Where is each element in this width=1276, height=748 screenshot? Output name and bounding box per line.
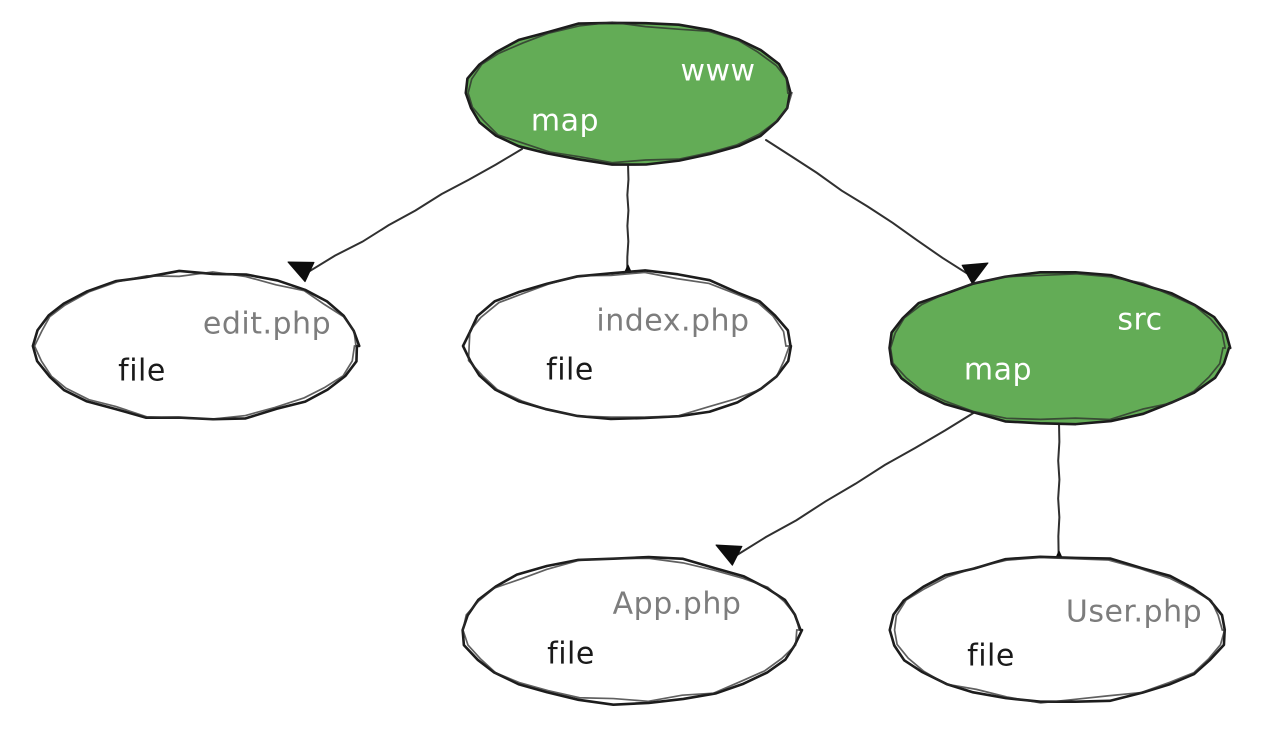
- file-ellipse: [461, 555, 804, 707]
- node-kind-label: file: [547, 637, 595, 672]
- node-kind-label: file: [546, 353, 594, 388]
- node-kind-label: map: [531, 104, 599, 139]
- node-name-label: src: [1117, 303, 1162, 338]
- node-www[interactable]: wwwmapwww (map): [464, 21, 793, 166]
- node-outline-sketch: [33, 271, 357, 420]
- node-kind-label: file: [967, 639, 1015, 674]
- arrowhead-icon: [715, 544, 743, 566]
- node-outline-sketch: [889, 272, 1227, 421]
- node-name-label: User.php: [1066, 595, 1202, 630]
- edge-src-user[interactable]: src → User.php: [1047, 422, 1071, 576]
- node-app[interactable]: App.phpfileApp.php (file): [461, 555, 804, 707]
- node-name-label: App.php: [613, 587, 742, 622]
- directory-ellipse: [464, 21, 792, 166]
- node-edit[interactable]: edit.phpfileedit.php (file): [31, 269, 361, 421]
- node-outline-sketch: [467, 271, 791, 418]
- directory-ellipse: [888, 270, 1232, 426]
- file-ellipse: [461, 269, 793, 421]
- edge-line: [735, 411, 976, 557]
- node-name-label: edit.php: [203, 307, 331, 342]
- edge-www-src[interactable]: www → src: [765, 139, 989, 285]
- edge-line: [765, 139, 969, 276]
- arrowhead-icon: [961, 262, 989, 285]
- node-outline-sketch: [462, 557, 801, 703]
- node-kind-label: map: [964, 353, 1032, 388]
- node-src[interactable]: srcmapsrc (map): [888, 270, 1232, 426]
- file-ellipse: [888, 555, 1227, 704]
- edge-line: [1057, 422, 1061, 575]
- edge-src-app[interactable]: src → App.php: [715, 411, 976, 566]
- file-ellipse: [31, 269, 361, 421]
- node-kind-label: file: [118, 354, 166, 389]
- nodes-layer: wwwmapwww (map)edit.phpfileedit.php (fil…: [31, 21, 1232, 707]
- node-outline-sketch: [893, 556, 1226, 704]
- node-name-label: index.php: [596, 304, 749, 339]
- node-name-label: www: [680, 54, 755, 89]
- edge-line: [307, 148, 523, 273]
- arrowhead-icon: [287, 261, 315, 283]
- edge-www-edit[interactable]: www → edit.php: [287, 148, 523, 283]
- node-outline-sketch: [467, 21, 793, 164]
